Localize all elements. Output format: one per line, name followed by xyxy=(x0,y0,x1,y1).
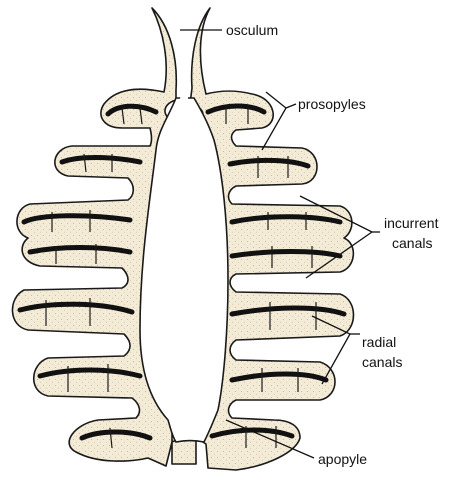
incurrent-canals-label-line2: canals xyxy=(392,235,432,251)
apopyle-label: apopyle xyxy=(318,451,367,467)
prosopyles-label: prosopyles xyxy=(298,96,366,112)
radial-canals-label-line1: radial xyxy=(362,334,396,350)
radial-canals-label-line2: canals xyxy=(362,354,402,370)
osculum-label: osculum xyxy=(226,22,278,38)
incurrent-canals-label-line1: incurrent xyxy=(384,215,439,231)
